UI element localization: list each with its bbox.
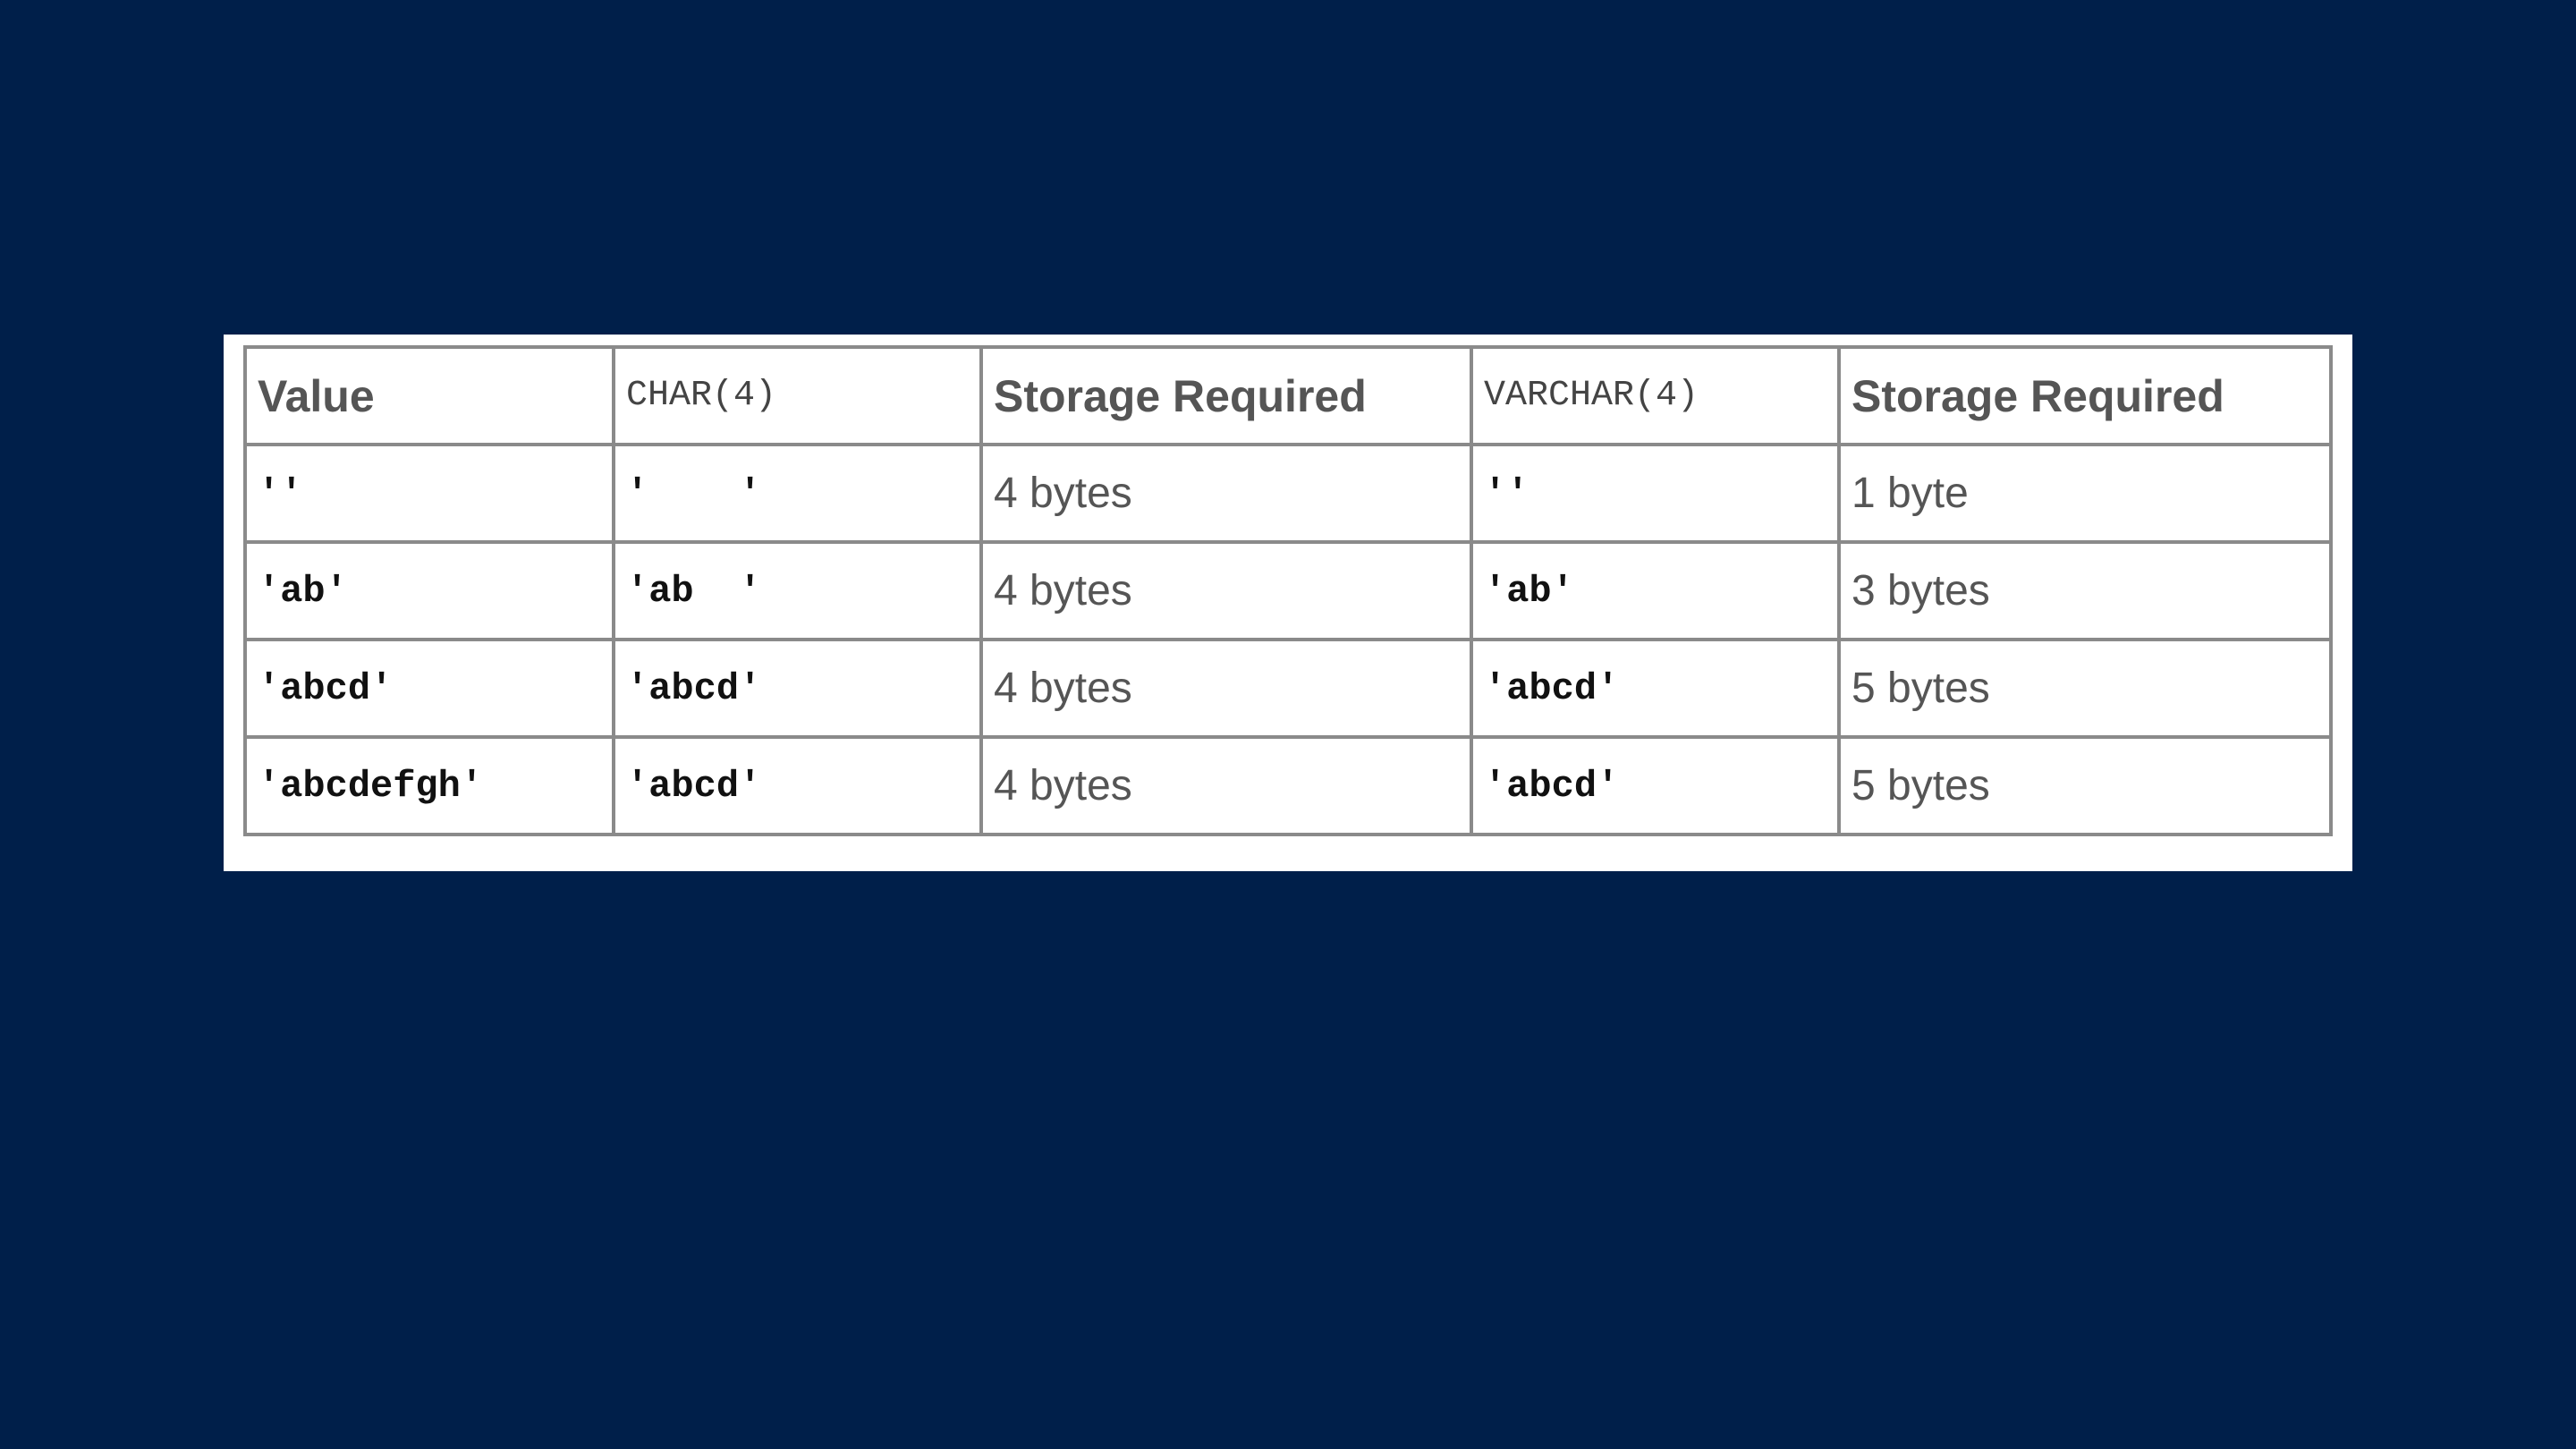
table-row: 'abcdefgh' 'abcd' 4 bytes 'abcd' 5 bytes <box>243 735 2333 836</box>
table-row: '' ' ' 4 bytes '' 1 byte <box>243 443 2333 544</box>
header-char4: CHAR(4) <box>612 345 983 446</box>
table-row: 'abcd' 'abcd' 4 bytes 'abcd' 5 bytes <box>243 638 2333 739</box>
cell-varchar-storage: 5 bytes <box>1837 735 2333 836</box>
cell-varchar4: 'ab' <box>1470 540 1841 641</box>
cell-varchar-storage: 5 bytes <box>1837 638 2333 739</box>
table-card: Value CHAR(4) Storage Required VARCHAR(4… <box>224 335 2352 871</box>
header-value: Value <box>243 345 615 446</box>
cell-char4: 'ab ' <box>612 540 983 641</box>
cell-varchar-storage: 1 byte <box>1837 443 2333 544</box>
table-row: 'ab' 'ab ' 4 bytes 'ab' 3 bytes <box>243 540 2333 641</box>
header-varchar4: VARCHAR(4) <box>1470 345 1841 446</box>
cell-char4: 'abcd' <box>612 638 983 739</box>
cell-varchar4: '' <box>1470 443 1841 544</box>
cell-varchar4: 'abcd' <box>1470 638 1841 739</box>
cell-char-storage: 4 bytes <box>979 638 1473 739</box>
cell-char-storage: 4 bytes <box>979 540 1473 641</box>
cell-char4: 'abcd' <box>612 735 983 836</box>
cell-varchar-storage: 3 bytes <box>1837 540 2333 641</box>
cell-char-storage: 4 bytes <box>979 443 1473 544</box>
cell-value: 'ab' <box>243 540 615 641</box>
cell-char4: ' ' <box>612 443 983 544</box>
cell-value: 'abcd' <box>243 638 615 739</box>
table-header-row: Value CHAR(4) Storage Required VARCHAR(4… <box>243 345 2333 446</box>
cell-char-storage: 4 bytes <box>979 735 1473 836</box>
storage-comparison-table: Value CHAR(4) Storage Required VARCHAR(4… <box>243 345 2333 836</box>
header-varchar-storage: Storage Required <box>1837 345 2333 446</box>
cell-value: 'abcdefgh' <box>243 735 615 836</box>
header-char-storage: Storage Required <box>979 345 1473 446</box>
cell-varchar4: 'abcd' <box>1470 735 1841 836</box>
cell-value: '' <box>243 443 615 544</box>
